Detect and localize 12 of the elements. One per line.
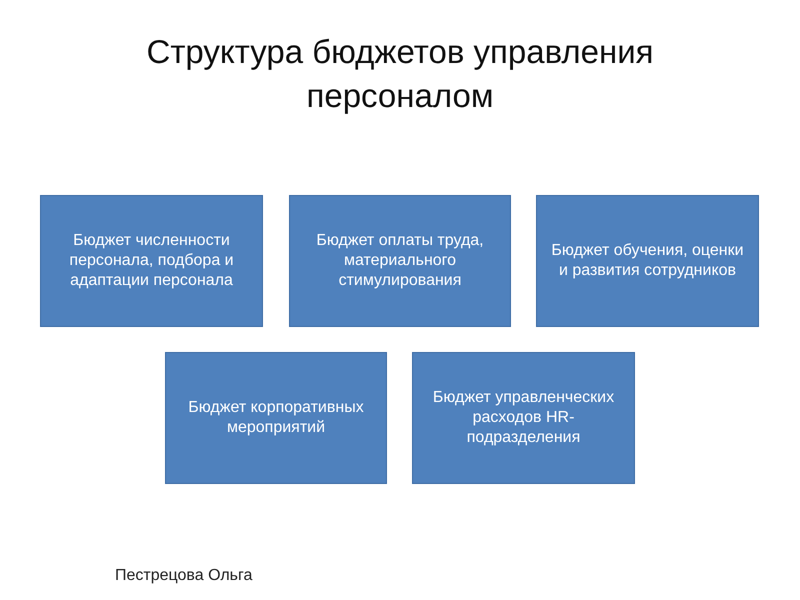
box-text: Бюджет корпоративных мероприятий	[187, 398, 365, 438]
box-text: Бюджет оплаты труда, материального стимулирования	[315, 231, 485, 291]
budget-box	[40, 195, 263, 327]
budget-box	[536, 195, 759, 327]
box-text: Бюджет обучения, оценки и развития сотрудников	[550, 241, 745, 281]
slide-title: Структура бюджетов управления персоналом	[145, 32, 655, 116]
box-text: Бюджет численности персонала, подбора и адаптации персонала	[68, 231, 235, 291]
budget-box	[165, 352, 387, 484]
author-note: Пестрецова Ольга	[115, 567, 252, 585]
box-text: Бюджет управленческих расходов HR-подразделения	[432, 388, 616, 448]
budget-box	[289, 195, 511, 327]
budget-box	[412, 352, 635, 484]
